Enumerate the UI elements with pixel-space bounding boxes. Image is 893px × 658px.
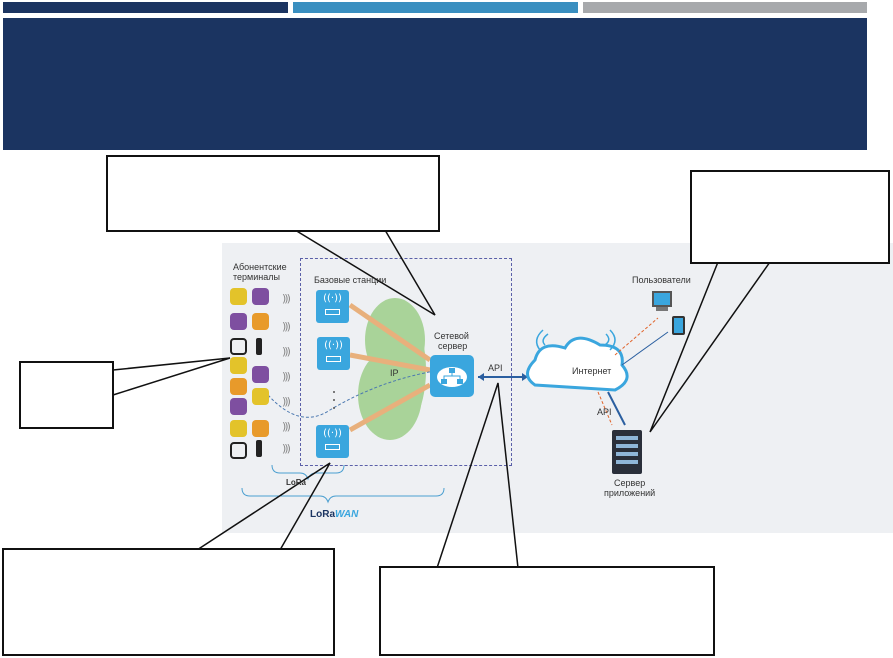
callout-bottom-right: [379, 566, 715, 656]
radio-wave-icon: ))): [282, 395, 291, 408]
terminal-counter-icon: [230, 378, 247, 395]
terminal-sensor-icon: [230, 288, 247, 305]
data-path: [267, 369, 441, 418]
base-stations-group: [300, 258, 512, 466]
api-label-1: API: [488, 363, 503, 373]
callout-pointers: [112, 229, 771, 569]
radio-wave-icon: ))): [282, 292, 291, 305]
network-server-label-2: сервер: [438, 341, 468, 351]
terminal-robot-arm-icon: [230, 442, 247, 459]
terminal-sensor-icon: [252, 388, 269, 405]
lorawan-logo: LoRaWAN: [310, 509, 358, 520]
desktop-stand: [656, 307, 668, 311]
network-server-label-1: Сетевой: [434, 331, 469, 341]
app-server-label-2: приложений: [604, 488, 656, 498]
callout-bottom-left: [2, 548, 335, 656]
terminal-sensor-icon: [230, 420, 247, 437]
ip-label: IP: [390, 368, 399, 378]
radio-wave-icon: ))): [282, 345, 291, 358]
terminal-meter-icon: [252, 288, 269, 305]
callout-top-left: [106, 155, 440, 232]
base-station-icon: ((·)): [316, 290, 349, 323]
terminal-meter-icon: [230, 398, 247, 415]
base-station-icon: ((·)): [317, 337, 350, 370]
lora-label: LoRa: [286, 478, 306, 487]
terminals-label-2: терминалы: [233, 272, 280, 282]
terminal-counter-icon: [252, 420, 269, 437]
app-server-icon: [612, 430, 642, 474]
station-ellipsis: [333, 391, 335, 409]
header-bar-gray: [583, 2, 867, 13]
terminal-counter-icon: [252, 313, 269, 330]
terminal-sensor-icon: [230, 357, 247, 374]
internet-label: Интернет: [572, 366, 612, 376]
radio-wave-icon: ))): [282, 442, 291, 455]
network-server-icon: [430, 355, 474, 397]
internet-cloud: [526, 336, 629, 392]
desktop-computer-icon: [652, 291, 672, 307]
station-links: [348, 302, 432, 433]
smartphone-icon: [672, 316, 685, 335]
base-station-icon: ((·)): [316, 425, 349, 458]
app-server-label-1: Сервер: [614, 478, 646, 488]
terminal-lamp-icon: [256, 440, 262, 457]
callout-top-right: [690, 170, 890, 264]
radio-wave-icon: ))): [282, 320, 291, 333]
terminal-lamp-icon: [256, 338, 262, 355]
terminal-meter-icon: [252, 366, 269, 383]
terminals-label-1: Абонентские: [233, 262, 287, 272]
terminal-robot-arm-icon: [230, 338, 247, 355]
internet-waves: [535, 329, 616, 351]
api-label-2: API: [597, 407, 612, 417]
lorawan-logo-wan: WAN: [335, 509, 359, 520]
callout-left: [19, 361, 114, 429]
stations-label: Базовые станции: [314, 275, 387, 285]
header-bar-dark: [3, 2, 288, 13]
radio-wave-icon: ))): [282, 370, 291, 383]
title-band: [3, 18, 867, 150]
users-label: Пользователи: [632, 275, 691, 285]
lorawan-logo-lora: LoRa: [310, 509, 335, 520]
terminal-meter-icon: [230, 313, 247, 330]
radio-wave-icon: ))): [282, 420, 291, 433]
header-bar-blue: [293, 2, 578, 13]
